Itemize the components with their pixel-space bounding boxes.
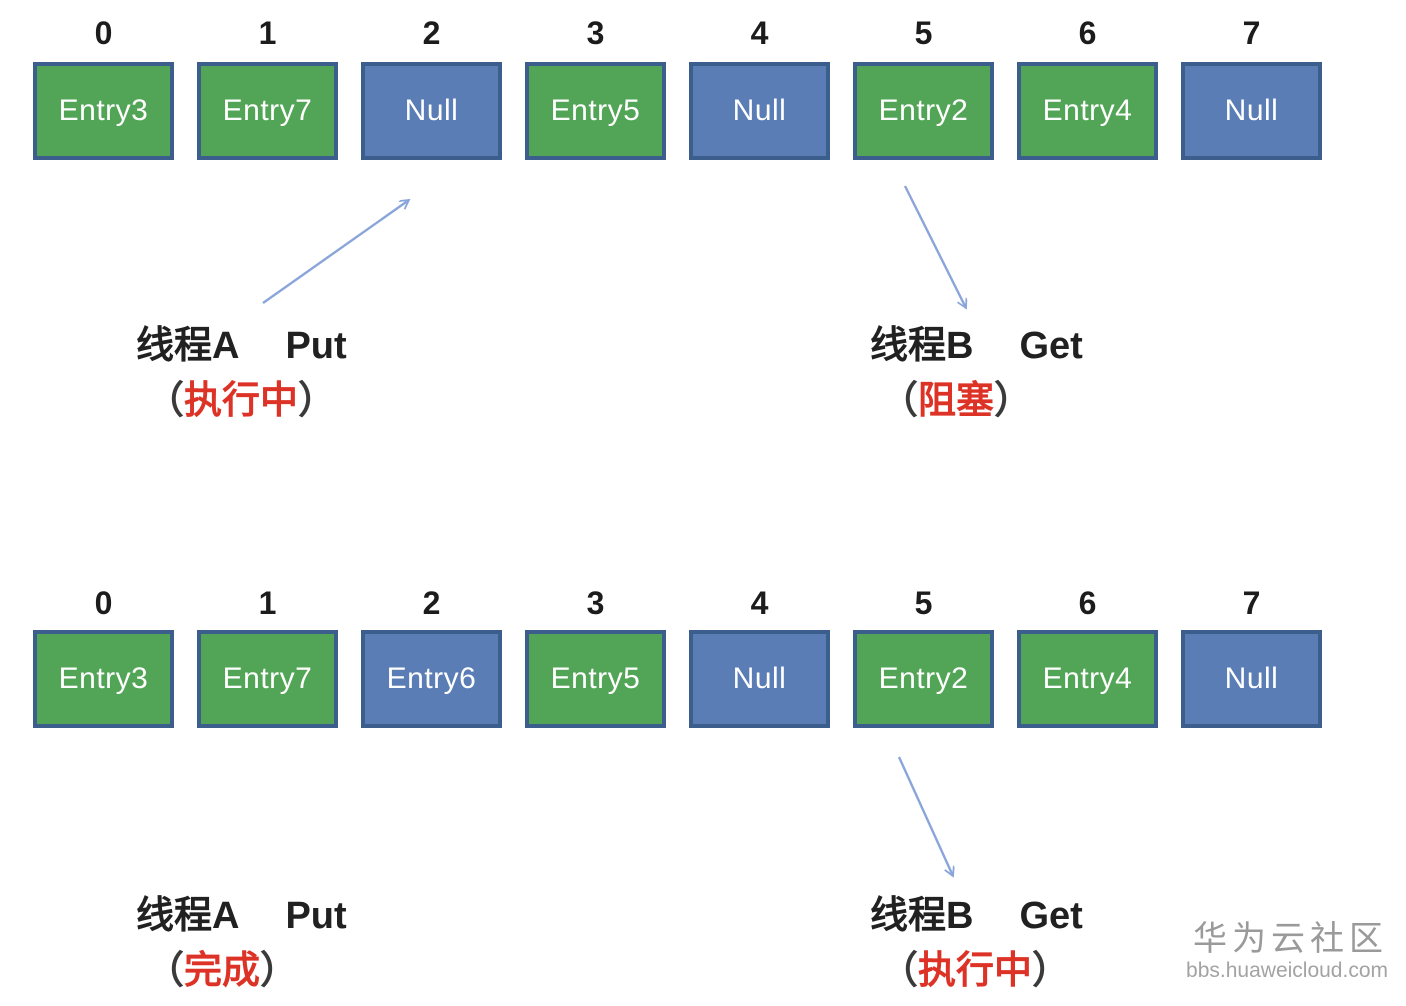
thread-b-annotation-state1: 线程B Get （阻塞）	[870, 324, 1083, 423]
thread-b-annotation-state2: 线程B Get （执行中）	[870, 894, 1083, 993]
paren-open: （	[146, 380, 185, 422]
cell-label: Entry2	[878, 662, 969, 695]
array-cell-state1-3: Entry5	[525, 62, 666, 160]
paren-close: ）	[994, 380, 1033, 422]
watermark: 华为云社区 bbs.huaweicloud.com	[1186, 920, 1388, 984]
index-label-6: 6	[1078, 15, 1097, 51]
array-cell-state1-1: Entry7	[197, 62, 338, 160]
paren-close: ）	[1032, 950, 1071, 992]
paren-open: （	[880, 950, 919, 992]
state2-index-row: 0 1 2 3 4 5 6 7	[33, 582, 1322, 624]
array-cell-state2-1: Entry7	[197, 630, 338, 728]
state1-cell-row: Entry3 Entry7 Null Entry5 Null Entry2 Entry4 Nu…	[33, 62, 1322, 160]
state2-cell-row: Entry3 Entry7 Entry6 Entry5 Null Entry2 Entry4…	[33, 630, 1322, 728]
cell-label: Entry3	[58, 662, 149, 695]
cell-label: Entry7	[222, 94, 313, 127]
get-arrow-state1	[903, 185, 966, 308]
thread-b-label: 线程B	[870, 895, 974, 937]
thread-b-status-state1: 阻塞	[918, 380, 995, 422]
cell-label: Null	[732, 94, 787, 127]
watermark-title: 华为云社区	[1193, 920, 1388, 958]
paren-close: ）	[298, 380, 337, 422]
get-arrow-state2	[897, 756, 953, 876]
paren-open: （	[146, 950, 185, 992]
cell-label: Entry5	[550, 94, 641, 127]
cell-label: Entry2	[878, 94, 969, 127]
cell-label: Entry3	[58, 94, 149, 127]
cell-label: Entry7	[222, 662, 313, 695]
index-label-2: 2	[422, 585, 441, 621]
array-cell-state1-7: Null	[1181, 62, 1322, 160]
array-cell-state2-4: Null	[689, 630, 830, 728]
cell-label: Null	[404, 94, 459, 127]
cell-label: Entry4	[1042, 94, 1133, 127]
cell-label: Null	[1224, 662, 1279, 695]
index-label-5: 5	[914, 15, 933, 51]
cell-label: Entry5	[550, 662, 641, 695]
index-label-1: 1	[258, 585, 277, 621]
array-cell-state1-0: Entry3	[33, 62, 174, 160]
thread-a-annotation-state1: 线程A Put （执行中）	[136, 324, 347, 423]
thread-b-label: 线程B	[870, 325, 974, 367]
array-cell-state2-6: Entry4	[1017, 630, 1158, 728]
cell-label: Entry4	[1042, 662, 1133, 695]
array-cell-state1-2: Null	[361, 62, 502, 160]
put-operation-label: Put	[285, 325, 347, 367]
get-operation-label: Get	[1019, 895, 1083, 937]
index-label-6: 6	[1078, 585, 1097, 621]
array-cell-state2-2: Entry6	[361, 630, 502, 728]
index-label-4: 4	[750, 15, 769, 51]
index-label-2: 2	[422, 15, 441, 51]
thread-a-status-state2: 完成	[184, 950, 261, 992]
array-cell-state2-3: Entry5	[525, 630, 666, 728]
thread-a-label: 线程A	[136, 325, 240, 367]
index-label-0: 0	[94, 15, 113, 51]
index-label-4: 4	[750, 585, 769, 621]
thread-a-label: 线程A	[136, 895, 240, 937]
array-cell-state2-0: Entry3	[33, 630, 174, 728]
index-label-3: 3	[586, 15, 605, 51]
put-operation-label: Put	[285, 895, 347, 937]
array-cell-state2-5: Entry2	[853, 630, 994, 728]
array-cell-state2-7: Null	[1181, 630, 1322, 728]
index-label-0: 0	[94, 585, 113, 621]
paren-open: （	[880, 380, 919, 422]
paren-close: ）	[260, 950, 299, 992]
array-cell-state1-5: Entry2	[853, 62, 994, 160]
cell-label: Null	[1224, 94, 1279, 127]
index-label-7: 7	[1242, 585, 1261, 621]
get-operation-label: Get	[1019, 325, 1083, 367]
thread-a-annotation-state2: 线程A Put （完成）	[136, 894, 347, 993]
watermark-site: bbs.huaweicloud.com	[1186, 959, 1388, 982]
array-cell-state1-6: Entry4	[1017, 62, 1158, 160]
thread-a-status-state1: 执行中	[184, 380, 299, 422]
thread-b-status-state2: 执行中	[918, 950, 1033, 992]
cell-label: Null	[732, 662, 787, 695]
array-cell-state1-4: Null	[689, 62, 830, 160]
index-label-5: 5	[914, 585, 933, 621]
put-arrow-state1	[262, 200, 409, 304]
index-label-1: 1	[258, 15, 277, 51]
cell-label: Entry6	[386, 662, 477, 695]
index-label-7: 7	[1242, 15, 1261, 51]
state1-index-row: 0 1 2 3 4 5 6 7	[33, 12, 1322, 54]
index-label-3: 3	[586, 585, 605, 621]
